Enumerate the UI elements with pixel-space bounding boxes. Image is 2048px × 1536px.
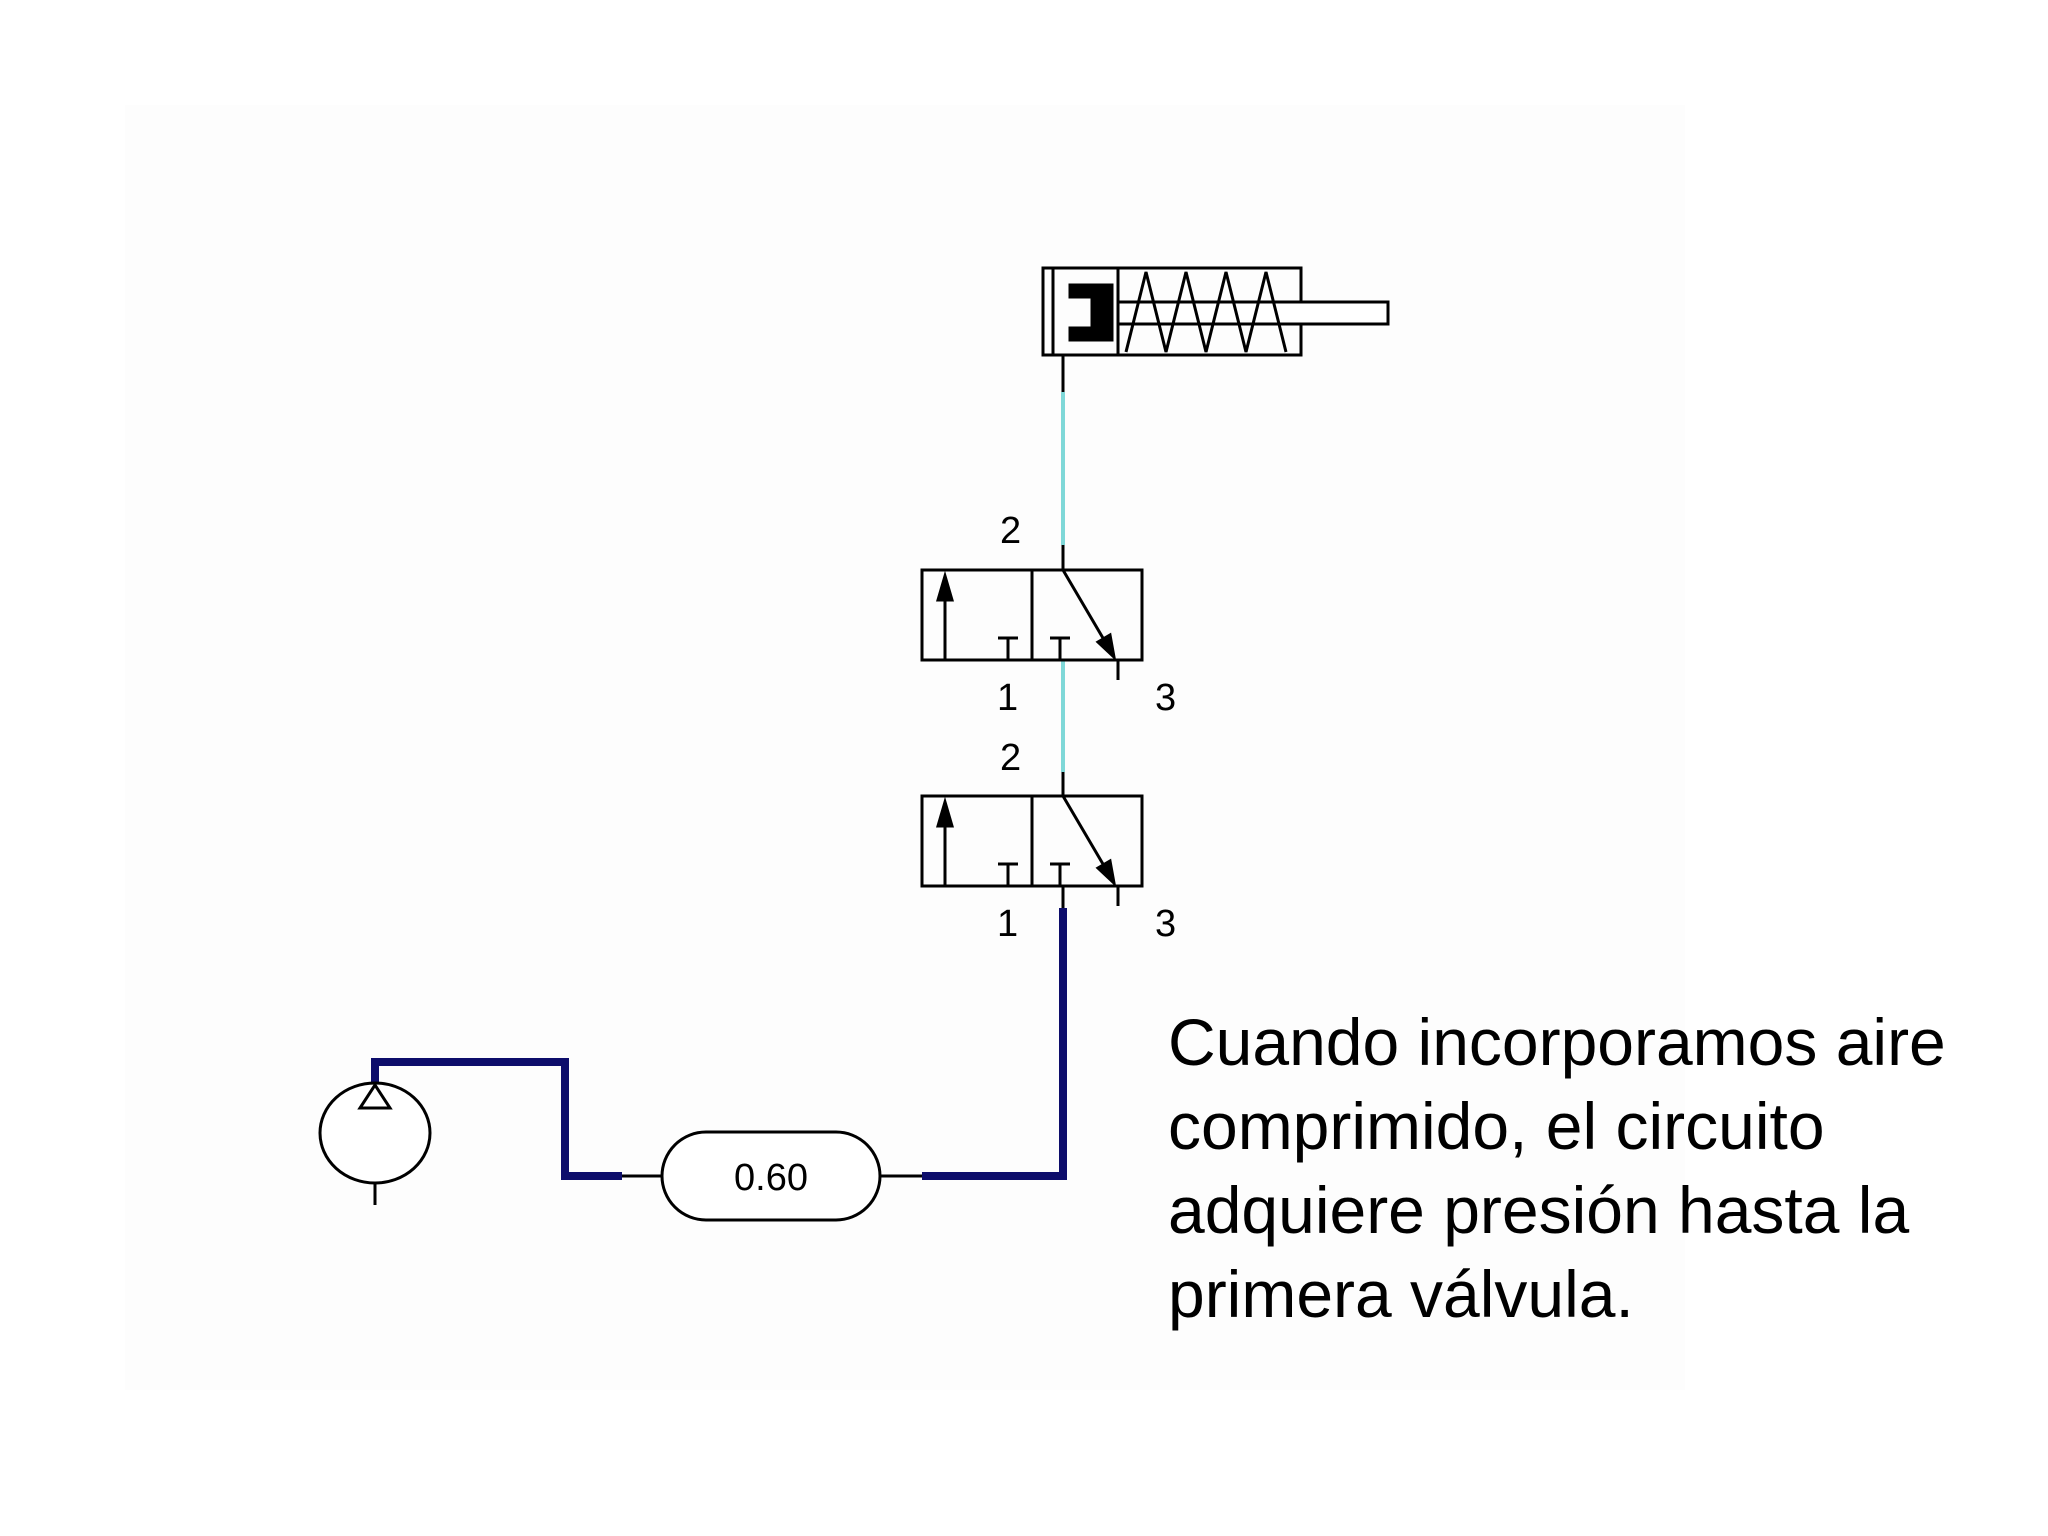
valve-lower bbox=[920, 772, 1144, 908]
pressurized-lines bbox=[371, 908, 1067, 1180]
compressor-icon bbox=[318, 1081, 432, 1205]
valve-lower-port-2-label: 2 bbox=[1000, 737, 1021, 779]
compressor-triangle bbox=[357, 1082, 393, 1110]
valve-lower-arrow-up-icon bbox=[936, 796, 954, 828]
return-spring bbox=[1124, 271, 1288, 353]
valve-upper-port-3-label: 3 bbox=[1155, 677, 1176, 719]
pressure-gauge-body bbox=[660, 1130, 882, 1222]
pressure-gauge-value: 0.60 bbox=[734, 1157, 808, 1199]
line-gauge-to-compressor bbox=[371, 1058, 622, 1180]
caption-line-1: Cuando incorporamos aire bbox=[1168, 1005, 1946, 1079]
cylinder-piston bbox=[1068, 283, 1114, 342]
valve-upper-port-2-label: 2 bbox=[1000, 510, 1021, 552]
caption-line-4: primera válvula. bbox=[1168, 1257, 1634, 1331]
caption-text: Cuando incorporamos aire comprimido, el … bbox=[1168, 1000, 2028, 1336]
valve-lower-port-1-label: 1 bbox=[997, 903, 1018, 945]
valve-upper-arrow-diagonal-icon bbox=[1095, 632, 1117, 662]
valve-upper-arrow-up-icon bbox=[936, 570, 954, 602]
valve-lower-arrow-diagonal-icon bbox=[1095, 858, 1117, 888]
valve-lower-diagonal-line bbox=[1061, 795, 1112, 877]
valve-upper bbox=[920, 545, 1144, 680]
valve-lower-port-3-label: 3 bbox=[1155, 903, 1176, 945]
caption-line-3: adquiere presión hasta la bbox=[1168, 1173, 1910, 1247]
line-valve-lower-to-gauge bbox=[922, 908, 1067, 1180]
valve-upper-port-1-label: 1 bbox=[997, 677, 1018, 719]
single-acting-cylinder bbox=[1041, 266, 1390, 392]
pressure-gauge: 0.60 bbox=[660, 1130, 882, 1222]
valve-upper-diagonal-line bbox=[1061, 569, 1112, 651]
caption-line-2: comprimido, el circuito bbox=[1168, 1089, 1825, 1163]
